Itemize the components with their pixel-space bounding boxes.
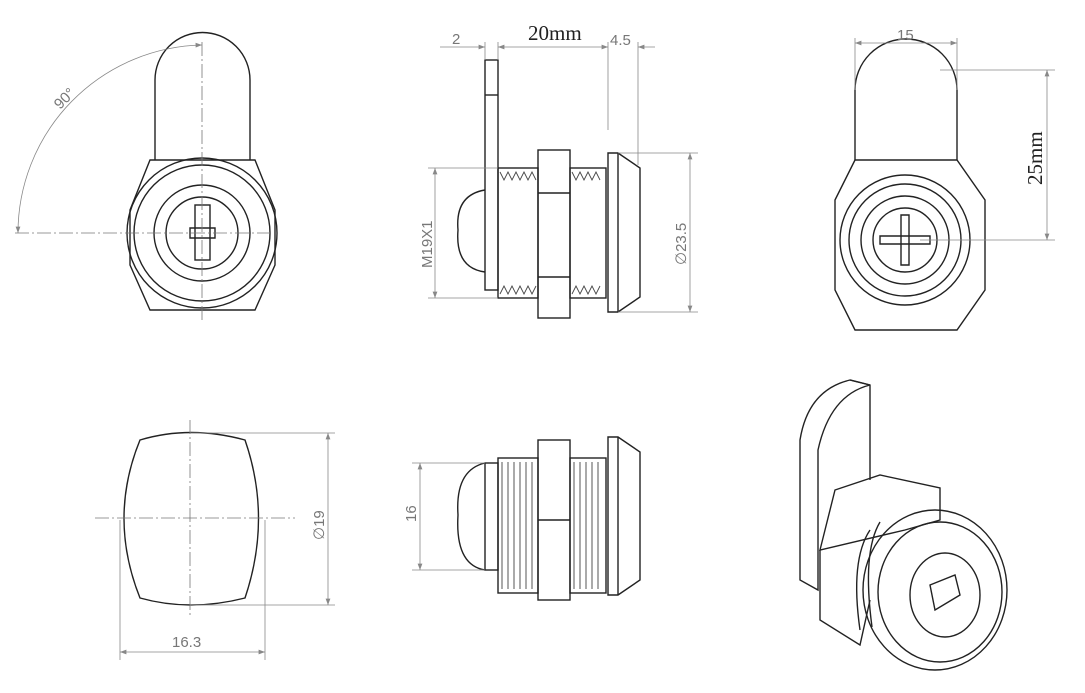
cam-thickness-label: 2 [452, 31, 460, 48]
side-view: 2 20mm 4.5 M19X1 ∅23.5 [419, 21, 698, 319]
angle-label: 90° [51, 85, 79, 113]
body-width-label: 16.3 [172, 634, 201, 651]
flange-depth-label: 4.5 [610, 32, 631, 49]
isometric-view [799, 379, 1008, 671]
side-view-no-cam: 16 [403, 436, 641, 601]
cam-length-label: 25mm [1023, 131, 1047, 185]
body-diameter-label: ∅19 [311, 510, 328, 540]
plug-height-label: 16 [403, 505, 420, 522]
length-label: 20mm [528, 21, 582, 45]
thread-label: M19X1 [419, 220, 436, 268]
flange-diameter-label: ∅23.5 [673, 223, 690, 265]
rear-view: 15 25mm [834, 27, 1055, 331]
body-view: ∅19 16.3 [95, 420, 335, 660]
cam-width-label: 15 [897, 27, 914, 44]
front-view: 90° [15, 31, 278, 322]
